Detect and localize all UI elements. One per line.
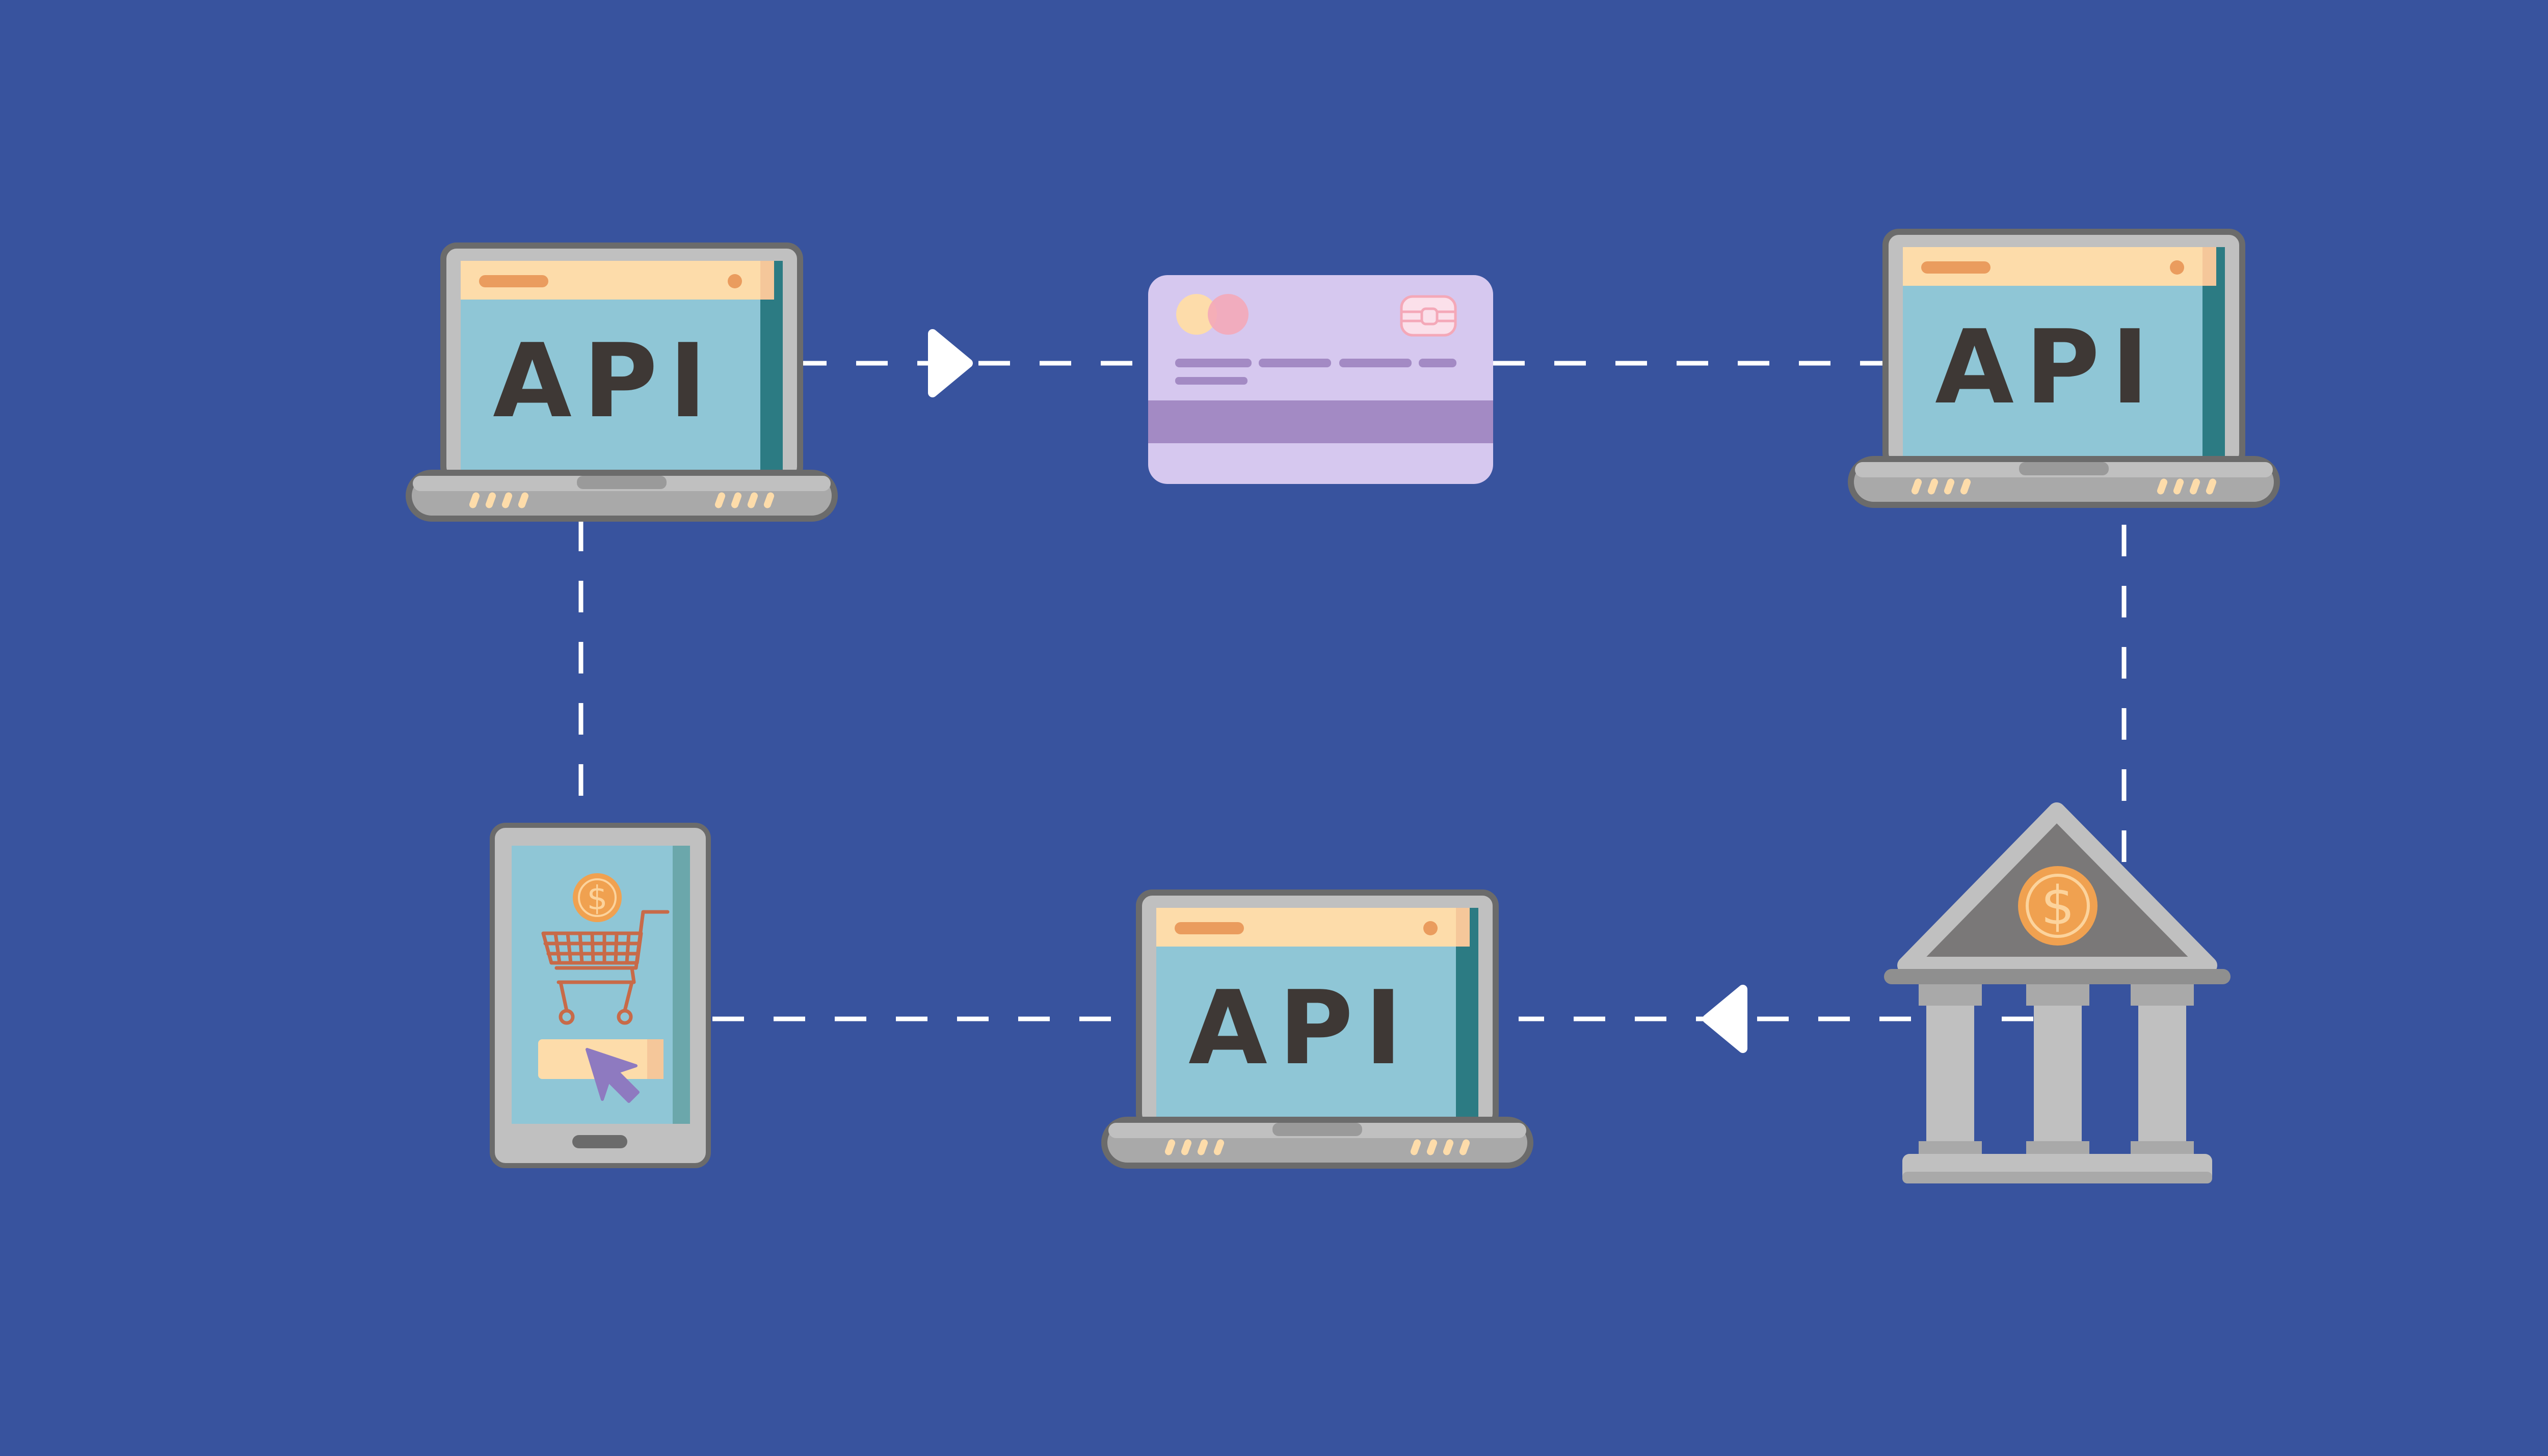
card-logo-circle-left xyxy=(1176,294,1217,335)
bank-columns xyxy=(1919,984,2194,1156)
cursor-icon xyxy=(586,1048,640,1103)
laptop-api-label: API xyxy=(1188,969,1414,1088)
laptop-top-left: API xyxy=(409,246,835,519)
bank-beam xyxy=(1884,969,2231,984)
arrow-left-icon xyxy=(1707,989,1743,1048)
laptop-bottom-center: API xyxy=(1104,893,1530,1166)
laptop-api-label: API xyxy=(493,322,718,441)
phone-shop: $ xyxy=(490,823,711,1168)
phone-coin-symbol: $ xyxy=(587,880,608,918)
arrow-right-icon xyxy=(933,334,968,393)
card-logo-circle-right xyxy=(1208,294,1249,335)
bank-coin-symbol: $ xyxy=(2041,875,2075,937)
credit-card xyxy=(1148,275,1493,484)
laptop-api-label: API xyxy=(1935,308,2160,427)
card-chip-icon xyxy=(1400,295,1457,337)
laptop-top-right: API xyxy=(1851,232,2277,505)
bank: $ xyxy=(1884,802,2231,1183)
shopping-cart-icon xyxy=(541,910,670,1025)
phone-home-button xyxy=(572,1135,627,1148)
card-number-lines xyxy=(1175,359,1456,385)
